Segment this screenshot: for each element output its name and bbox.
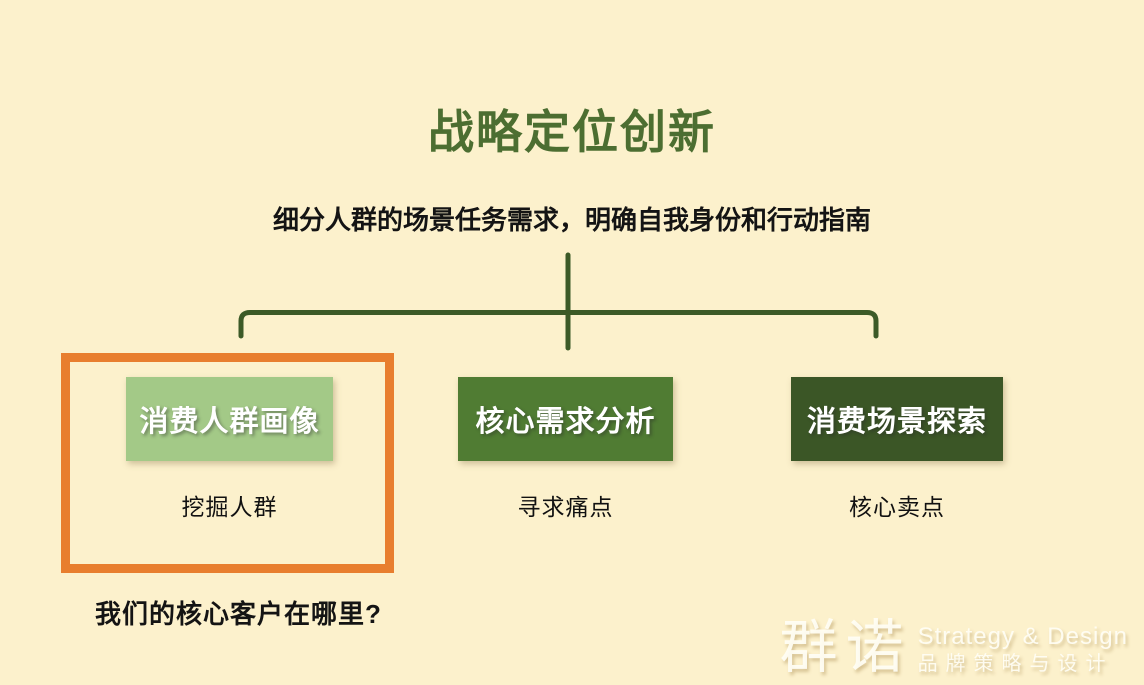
caption-consumption-scene: 核心卖点 <box>849 494 945 520</box>
brand-tagline-zh: 品牌策略与设计 <box>917 653 1114 675</box>
brand-taglines: Strategy & Design 品牌策略与设计 <box>918 623 1128 677</box>
box-core-needs: 核心需求分析 <box>458 377 673 461</box>
column-core-needs: 核心需求分析 寻求痛点 <box>458 377 673 522</box>
highlight-frame <box>61 353 394 573</box>
caption-core-needs: 寻求痛点 <box>517 494 614 520</box>
column-consumer-persona: 消费人群画像 挖掘人群 <box>126 377 333 522</box>
question-text: 我们的核心客户在哪里? <box>95 599 382 629</box>
box-consumption-scene: 消费场景探索 <box>791 377 1003 461</box>
subtitle: 细分人群的场景任务需求，明确自我身份和行动指南 <box>272 205 871 235</box>
brand-tagline-en: Strategy & Design <box>917 623 1128 651</box>
brand-logo: 群诺 <box>779 615 912 680</box>
connector-bracket <box>238 310 879 339</box>
brand-watermark: 群诺 Strategy & Design 品牌策略与设计 <box>780 619 1128 677</box>
caption-consumer-persona: 挖掘人群 <box>181 494 278 520</box>
column-consumption-scene: 消费场景探索 核心卖点 <box>791 377 1003 522</box>
page-title: 战略定位创新 <box>428 106 716 158</box>
box-consumer-persona: 消费人群画像 <box>126 377 333 461</box>
